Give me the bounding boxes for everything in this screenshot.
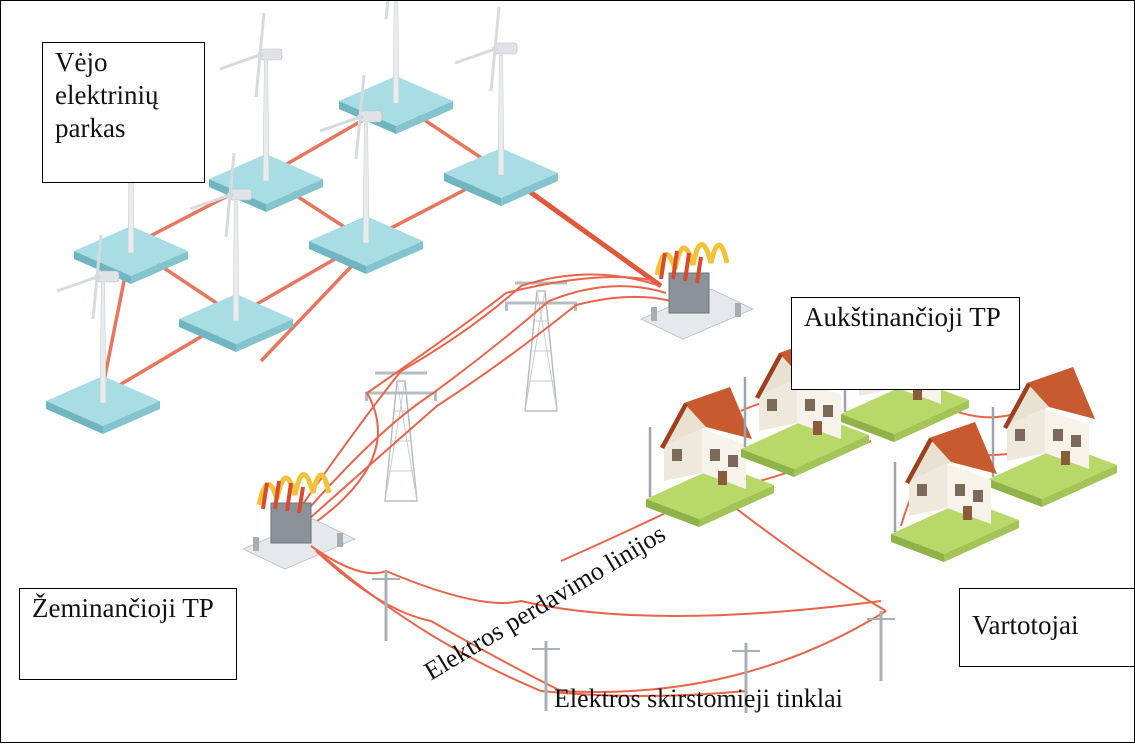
substation-icon <box>243 474 355 569</box>
wind-turbine-icon <box>444 5 558 206</box>
transmission-line-wires <box>290 273 672 530</box>
distribution-pole-icon <box>370 569 402 643</box>
distribution-pole-icon <box>865 609 897 683</box>
pylon-icon <box>503 281 579 413</box>
wind-turbine-icon <box>209 11 323 212</box>
distribution-networks-label: Elektros skirstomieji tinklai <box>554 684 843 713</box>
wind-turbine-icon <box>339 1 453 134</box>
consumers-label: Vartotojai <box>959 588 1135 667</box>
wind-park-label: Vėjo elektrinių parkas <box>42 42 205 183</box>
house-icon <box>889 420 1021 564</box>
step-up-substation-label: Aukštinančioji TP <box>791 297 1020 390</box>
step-down-substation-label: Žeminančioji TP <box>19 588 237 680</box>
substation-icon <box>641 244 753 339</box>
